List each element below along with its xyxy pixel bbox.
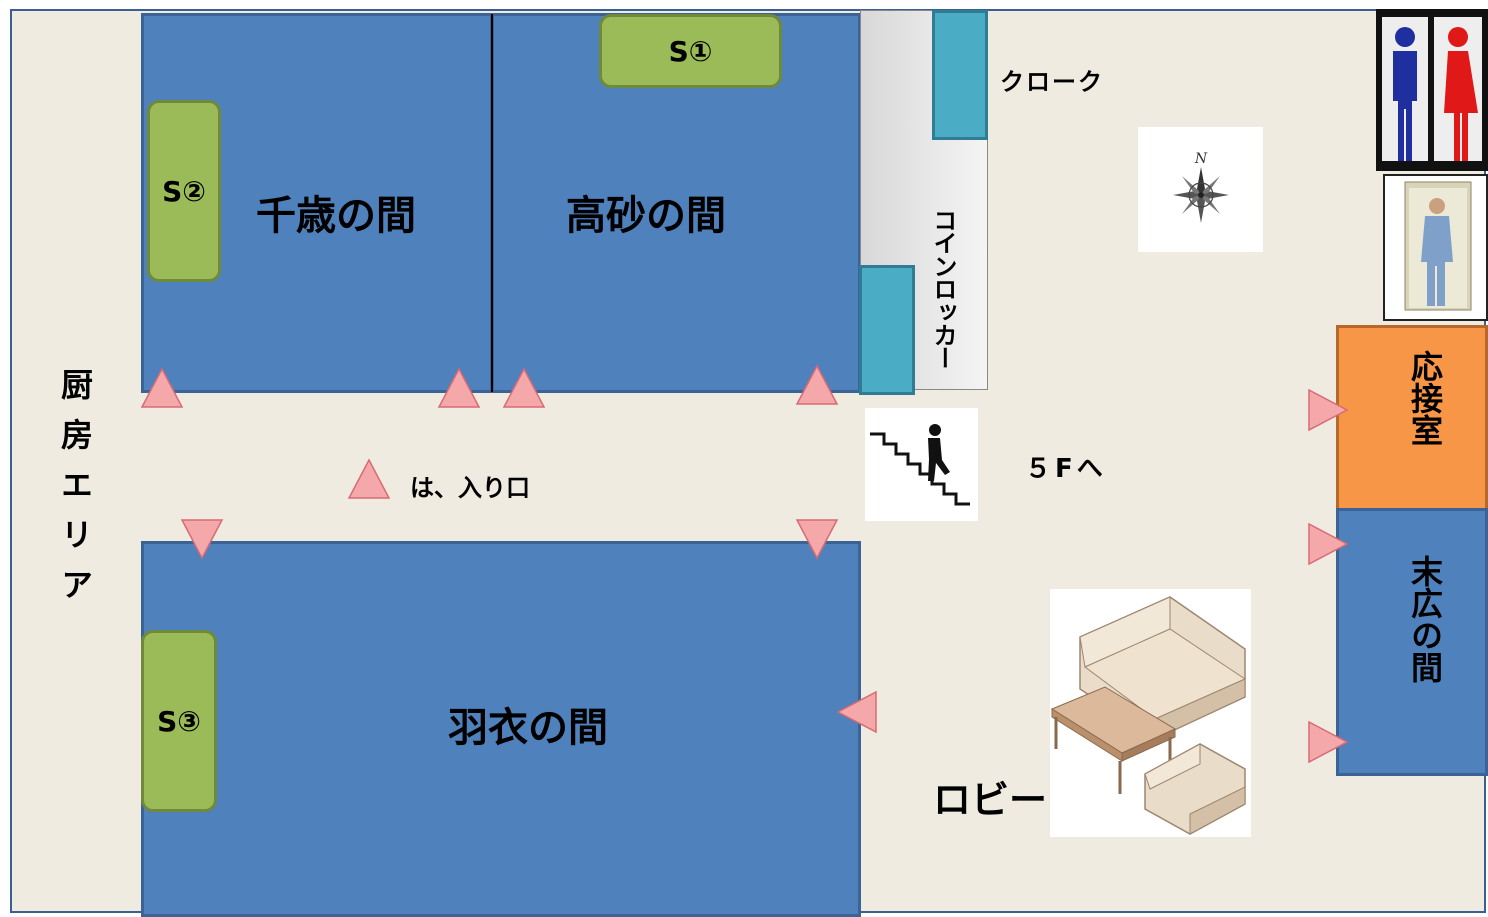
entrance-reception [1308, 388, 1349, 432]
room-takasago-label: 高砂の間 [566, 193, 726, 239]
entrance-chitose-right [437, 367, 481, 408]
restroom-icon [1376, 9, 1488, 171]
room-hagoromo-label: 羽衣の間 [448, 705, 608, 751]
entrance-takasago-right [795, 364, 839, 405]
room-chitose-label: 千歳の間 [256, 193, 416, 239]
lobby-label: ロビー [933, 778, 1048, 822]
entrance-takasago-left [502, 367, 546, 408]
cloak-counter[interactable] [932, 10, 988, 140]
entrance-chitose-left [140, 367, 184, 408]
entrance-legend-label: は、入り口 [410, 474, 530, 502]
stage-s2[interactable]: S② [147, 100, 221, 282]
elevator-icon [1383, 174, 1488, 321]
kitchen-area-label: 厨房エリア [56, 368, 94, 618]
entrance-suehiro-top [1308, 522, 1349, 566]
stage-s1[interactable]: S① [599, 14, 782, 88]
to-5f-label: ５Fへ [1025, 454, 1107, 484]
room-suehiro[interactable] [1336, 508, 1488, 776]
room-hagoromo[interactable] [141, 541, 861, 917]
svg-text:N: N [1194, 151, 1208, 167]
coin-locker-label: コインロッカー [929, 208, 957, 369]
stairs-icon [865, 408, 978, 521]
room-reception[interactable] [1336, 325, 1488, 511]
stage-s3[interactable]: S③ [141, 630, 217, 812]
entrance-hagoromo-side [836, 690, 877, 734]
room-reception-label: 応接室 [1406, 350, 1444, 446]
entrance-legend-icon [347, 458, 391, 499]
sofa-set-icon [1050, 589, 1251, 837]
room-suehiro-label: 末広の間 [1406, 555, 1444, 683]
compass-icon: N [1138, 127, 1263, 252]
entrance-hagoromo-left [180, 519, 224, 560]
coin-locker[interactable] [859, 265, 915, 395]
room-divider [491, 14, 493, 392]
entrance-suehiro-bottom [1308, 720, 1349, 764]
cloak-label: クローク [1000, 68, 1104, 96]
entrance-hagoromo-right [795, 519, 839, 560]
